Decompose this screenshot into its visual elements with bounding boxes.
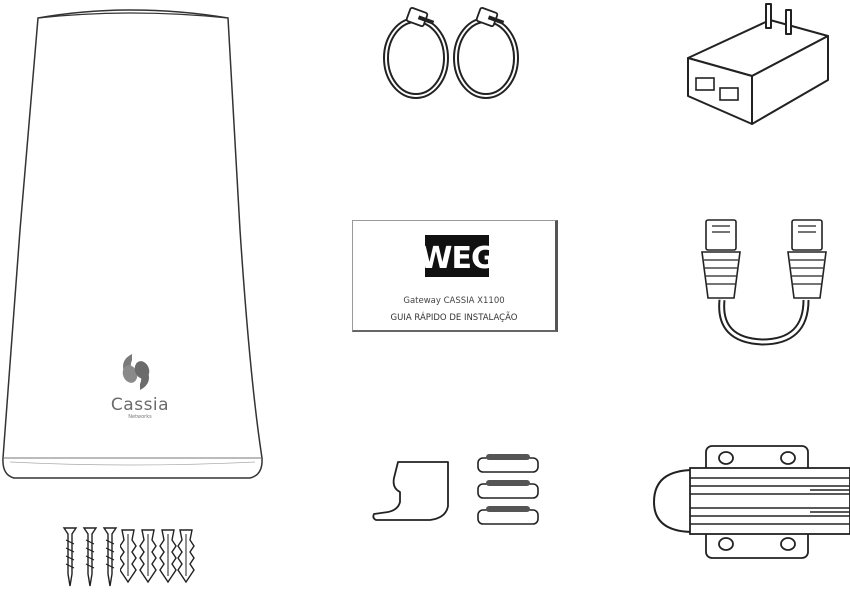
hose-clamp-icon — [378, 2, 528, 102]
guide-subtitle: GUIA RÁPIDO DE INSTALAÇÃO — [390, 313, 518, 323]
pole-mount-icon — [650, 440, 850, 565]
gateway-logo: Cassia Networks — [95, 395, 185, 420]
cassia-logo-icon — [118, 352, 154, 392]
screw-icon — [62, 524, 118, 590]
gateway-brand: Cassia — [110, 395, 170, 415]
poe-adapter-icon — [682, 0, 832, 130]
weg-logo-text: WEG — [425, 241, 489, 276]
gateway-brand-sub: Networks — [128, 414, 152, 420]
rubber-pad-icon — [470, 452, 545, 532]
guide-title: Gateway CASSIA X1100 — [403, 296, 505, 306]
gateway-device — [0, 0, 270, 490]
weg-logo: WEG — [425, 235, 489, 277]
wall-bracket-icon — [370, 458, 455, 528]
wall-anchor-icon — [120, 526, 196, 586]
ethernet-cable-icon — [688, 212, 838, 352]
quick-install-guide: WEG Gateway CASSIA X1100 GUIA RÁPIDO DE … — [352, 220, 558, 332]
